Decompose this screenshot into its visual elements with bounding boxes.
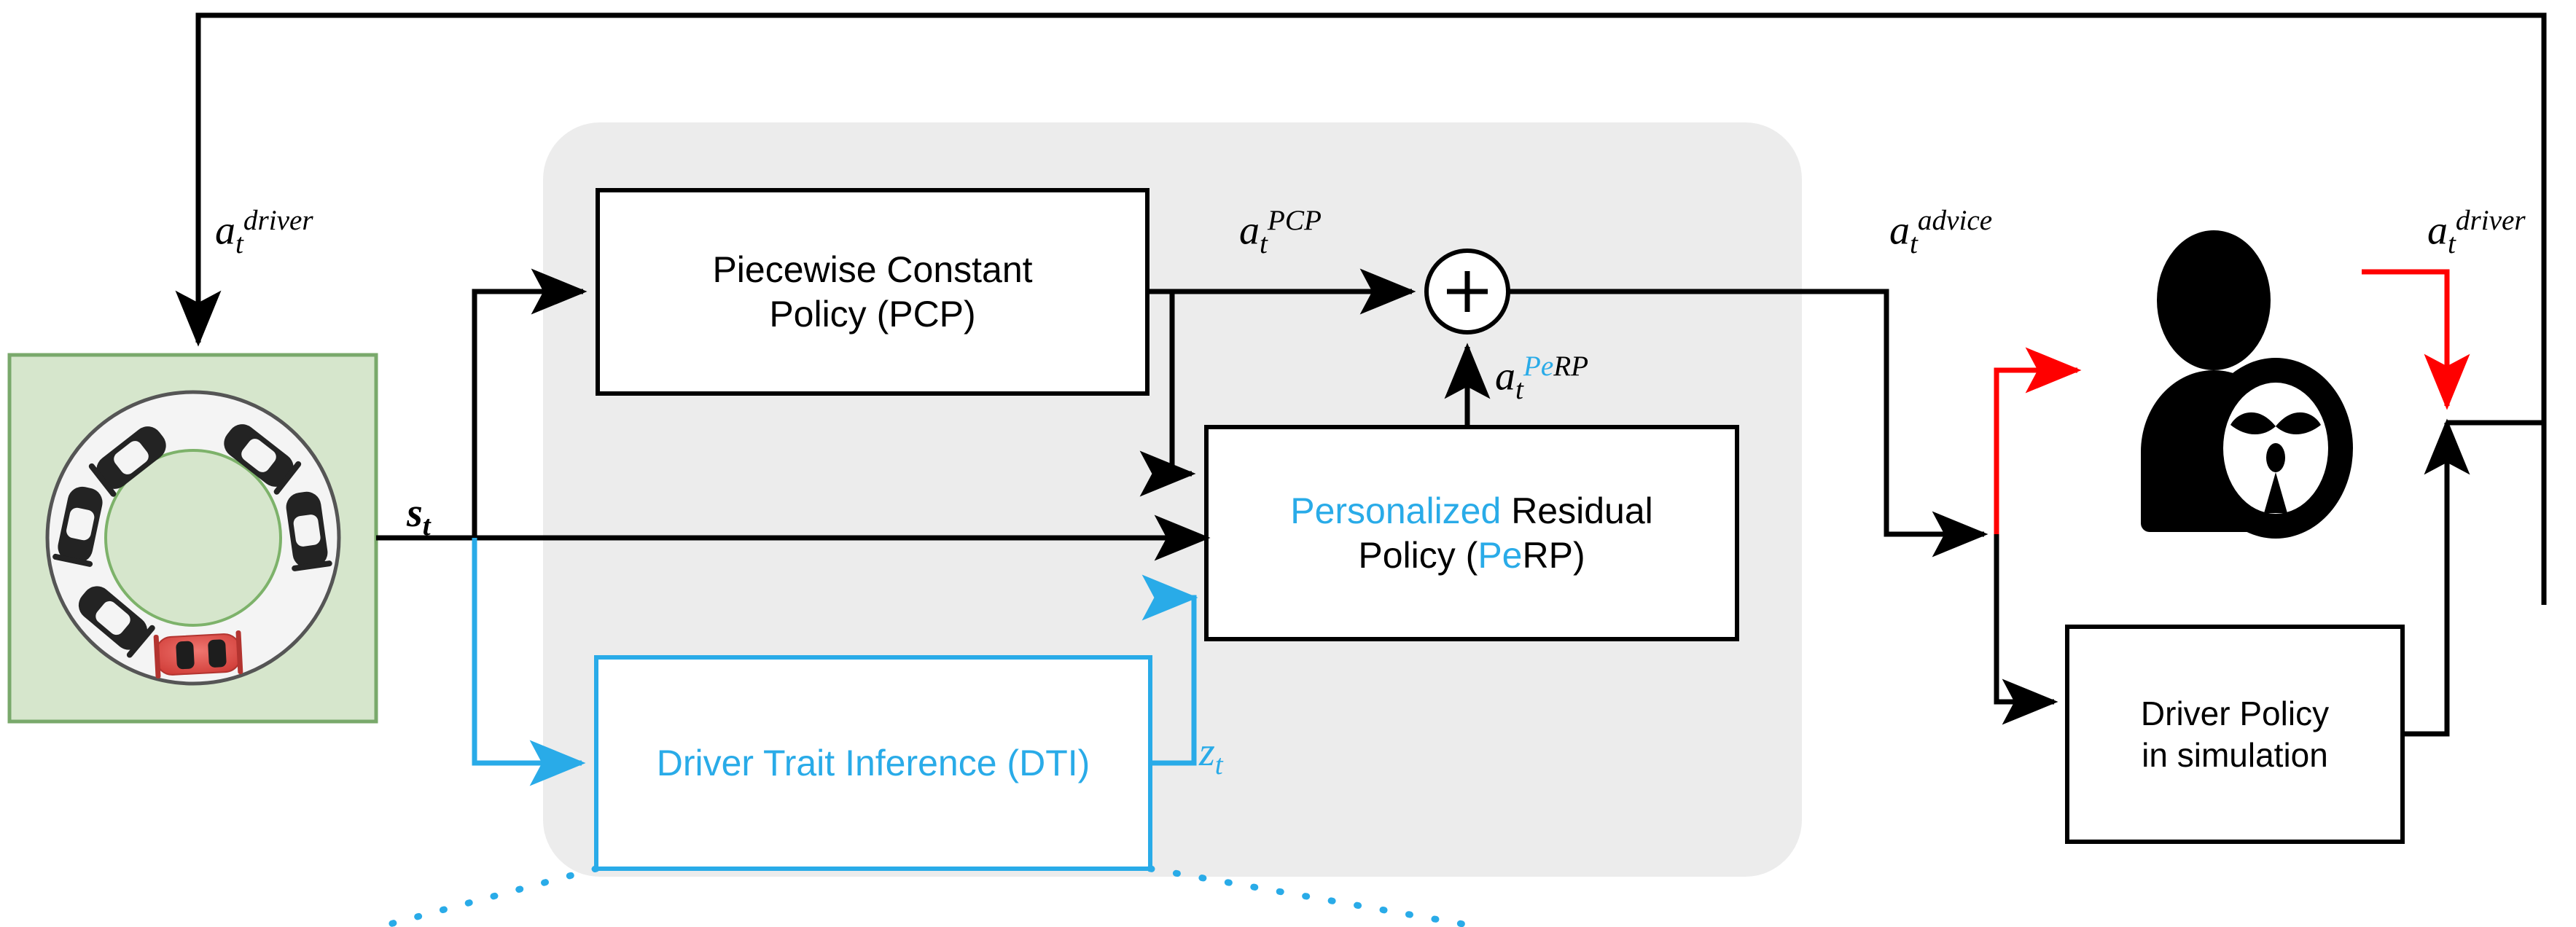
a-driver-left-sup: driver	[243, 205, 313, 236]
a-perp-sup-pe: Pe	[1523, 351, 1554, 382]
pcp-label-line1: Piecewise Constant	[712, 249, 1033, 290]
a-driver-left-sub: t	[235, 227, 243, 259]
a-pcp-base: a	[1239, 208, 1260, 254]
dti-callout-right-dotted	[1147, 865, 1483, 927]
perp-label-residual: Residual	[1501, 490, 1653, 531]
a-perp-sup-rp: RP	[1553, 351, 1589, 382]
driver-policy-box-label: Driver Policy in simulation	[2067, 627, 2403, 842]
a-perp-base: a	[1495, 353, 1515, 399]
driver-icon	[2141, 230, 2353, 539]
a-advice-sub: t	[1910, 227, 1918, 259]
s-t-sub: t	[422, 510, 431, 542]
advice-line	[1508, 289, 1988, 558]
label-a-perp: atPeRP	[1495, 350, 1588, 406]
a-driver-right-sup: driver	[2455, 205, 2526, 236]
pcp-label-line2: Policy (PCP)	[769, 293, 976, 335]
a-driver-left-base: a	[215, 208, 235, 254]
z-t-sub: t	[1214, 749, 1223, 781]
dti-box-label: Driver Trait Inference (DTI)	[596, 657, 1150, 869]
perp-label-rp-close: RP)	[1522, 534, 1585, 576]
dti-box	[594, 655, 1152, 871]
label-z-t: zt	[1199, 729, 1223, 781]
advice-to-human-driver-line	[1994, 347, 2082, 534]
perp-box-label: Personalized Residual Policy (PeRP)	[1206, 427, 1737, 639]
label-a-advice: atadvice	[1889, 204, 1992, 260]
z-t-base: z	[1199, 730, 1215, 775]
advice-to-driver-policy-line	[1994, 534, 2058, 725]
feedback-driver-action-line	[175, 12, 2547, 605]
perp-label-policy-open: Policy (	[1358, 534, 1478, 576]
a-pcp-sub: t	[1260, 227, 1268, 259]
ego-vehicle	[153, 630, 243, 678]
label-a-driver-left: atdriver	[215, 204, 313, 260]
a-advice-base: a	[1889, 208, 1910, 254]
a-pcp-sup: PCP	[1267, 205, 1322, 236]
driver-policy-label-line1: Driver Policy	[2140, 695, 2330, 733]
driver-policy-box	[2065, 625, 2405, 844]
label-a-driver-right: atdriver	[2427, 204, 2526, 260]
s-t-base: s	[407, 490, 423, 536]
state-to-dti-line	[472, 538, 586, 786]
state-to-pcp-line	[472, 268, 588, 538]
dti-callout-left-dotted	[375, 865, 600, 927]
dti-label-text: Driver Trait Inference (DTI)	[656, 742, 1090, 783]
perp-label-personalized: Personalized	[1290, 490, 1502, 531]
a-driver-right-base: a	[2427, 208, 2448, 254]
perp-box	[1204, 425, 1739, 641]
driver-policy-out-line	[2403, 418, 2470, 737]
label-s-t: st	[407, 490, 431, 542]
driver-action-join-line	[2447, 420, 2547, 605]
pcp-box-label: Piecewise Constant Policy (PCP)	[598, 190, 1147, 394]
perp-label-pe: Pe	[1478, 534, 1523, 576]
driver-policy-label-line2: in simulation	[2142, 735, 2328, 774]
a-perp-sub: t	[1515, 373, 1523, 405]
a-advice-sup: advice	[1917, 205, 1993, 236]
a-driver-right-sub: t	[2448, 227, 2456, 259]
human-driver-out-line	[2362, 269, 2470, 410]
label-a-pcp: atPCP	[1239, 204, 1322, 260]
pcp-to-perp-line	[1139, 294, 1196, 497]
environment-roundabout	[7, 353, 378, 724]
